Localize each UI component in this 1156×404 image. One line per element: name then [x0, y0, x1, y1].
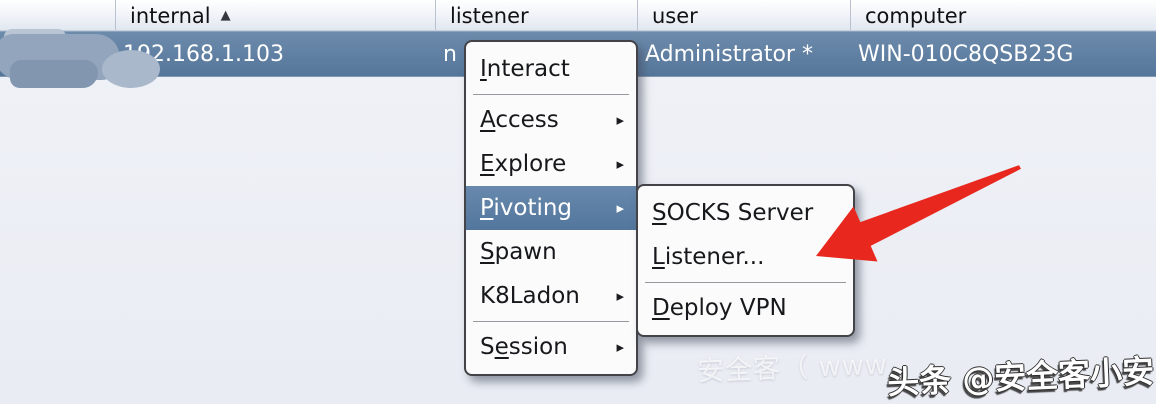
- context-menu: Interact Access ▸ Explore ▸ Pivoting ▸ S…: [464, 40, 638, 376]
- table-header: internal ▲ listener user computer: [0, 0, 1156, 31]
- menu-separator: [473, 321, 629, 322]
- row-cell-computer: WIN-010C8QSB23G: [858, 41, 1074, 67]
- menu-item-explore[interactable]: Explore ▸: [480, 151, 624, 177]
- menu-item-socks-server[interactable]: SOCKS Server: [652, 200, 814, 226]
- menu-item-access[interactable]: Access ▸: [480, 107, 624, 133]
- submenu-arrow-icon: ▸: [616, 286, 624, 305]
- column-header-listener[interactable]: listener: [435, 0, 637, 30]
- column-header-label: internal: [130, 4, 211, 28]
- session-icon-part: [102, 50, 160, 88]
- watermark-badge: 头条 @安全客小安: [886, 352, 1155, 402]
- watermark-site: 安全客（ www: [696, 349, 889, 388]
- column-header-label: listener: [450, 4, 529, 28]
- menu-item-k8ladon[interactable]: K8Ladon ▸: [480, 283, 624, 309]
- sort-ascending-icon: ▲: [220, 7, 231, 23]
- column-header-label: user: [652, 4, 698, 28]
- row-cell-user: Administrator *: [645, 41, 813, 67]
- menu-item-listener[interactable]: Listener...: [652, 244, 765, 270]
- menu-separator: [645, 282, 846, 283]
- submenu-arrow-icon: ▸: [616, 154, 624, 173]
- menu-item-spawn[interactable]: Spawn: [480, 239, 557, 265]
- column-header-label: computer: [865, 4, 967, 28]
- submenu-arrow-icon: ▸: [616, 198, 624, 217]
- submenu-arrow-icon: ▸: [616, 110, 624, 129]
- column-header-internal[interactable]: internal ▲: [115, 0, 435, 30]
- submenu-arrow-icon: ▸: [616, 337, 624, 356]
- row-cell-internal: 192.168.1.103: [123, 41, 284, 67]
- column-header-user[interactable]: user: [637, 0, 850, 30]
- pivoting-submenu: SOCKS Server Listener... Deploy VPN: [636, 184, 855, 337]
- menu-separator: [473, 94, 629, 95]
- menu-item-session[interactable]: Session ▸: [480, 334, 624, 360]
- row-cell-listener: n: [443, 41, 457, 67]
- table-row[interactable]: 192.168.1.103 n Administrator * WIN-010C…: [0, 31, 1156, 77]
- menu-item-deploy-vpn[interactable]: Deploy VPN: [652, 295, 787, 321]
- menu-item-pivoting[interactable]: Pivoting ▸: [466, 186, 636, 230]
- session-icon-part: [10, 60, 98, 88]
- column-header-computer[interactable]: computer: [850, 0, 1156, 30]
- column-header-icon[interactable]: [0, 0, 115, 30]
- menu-item-interact[interactable]: Interact: [480, 56, 570, 82]
